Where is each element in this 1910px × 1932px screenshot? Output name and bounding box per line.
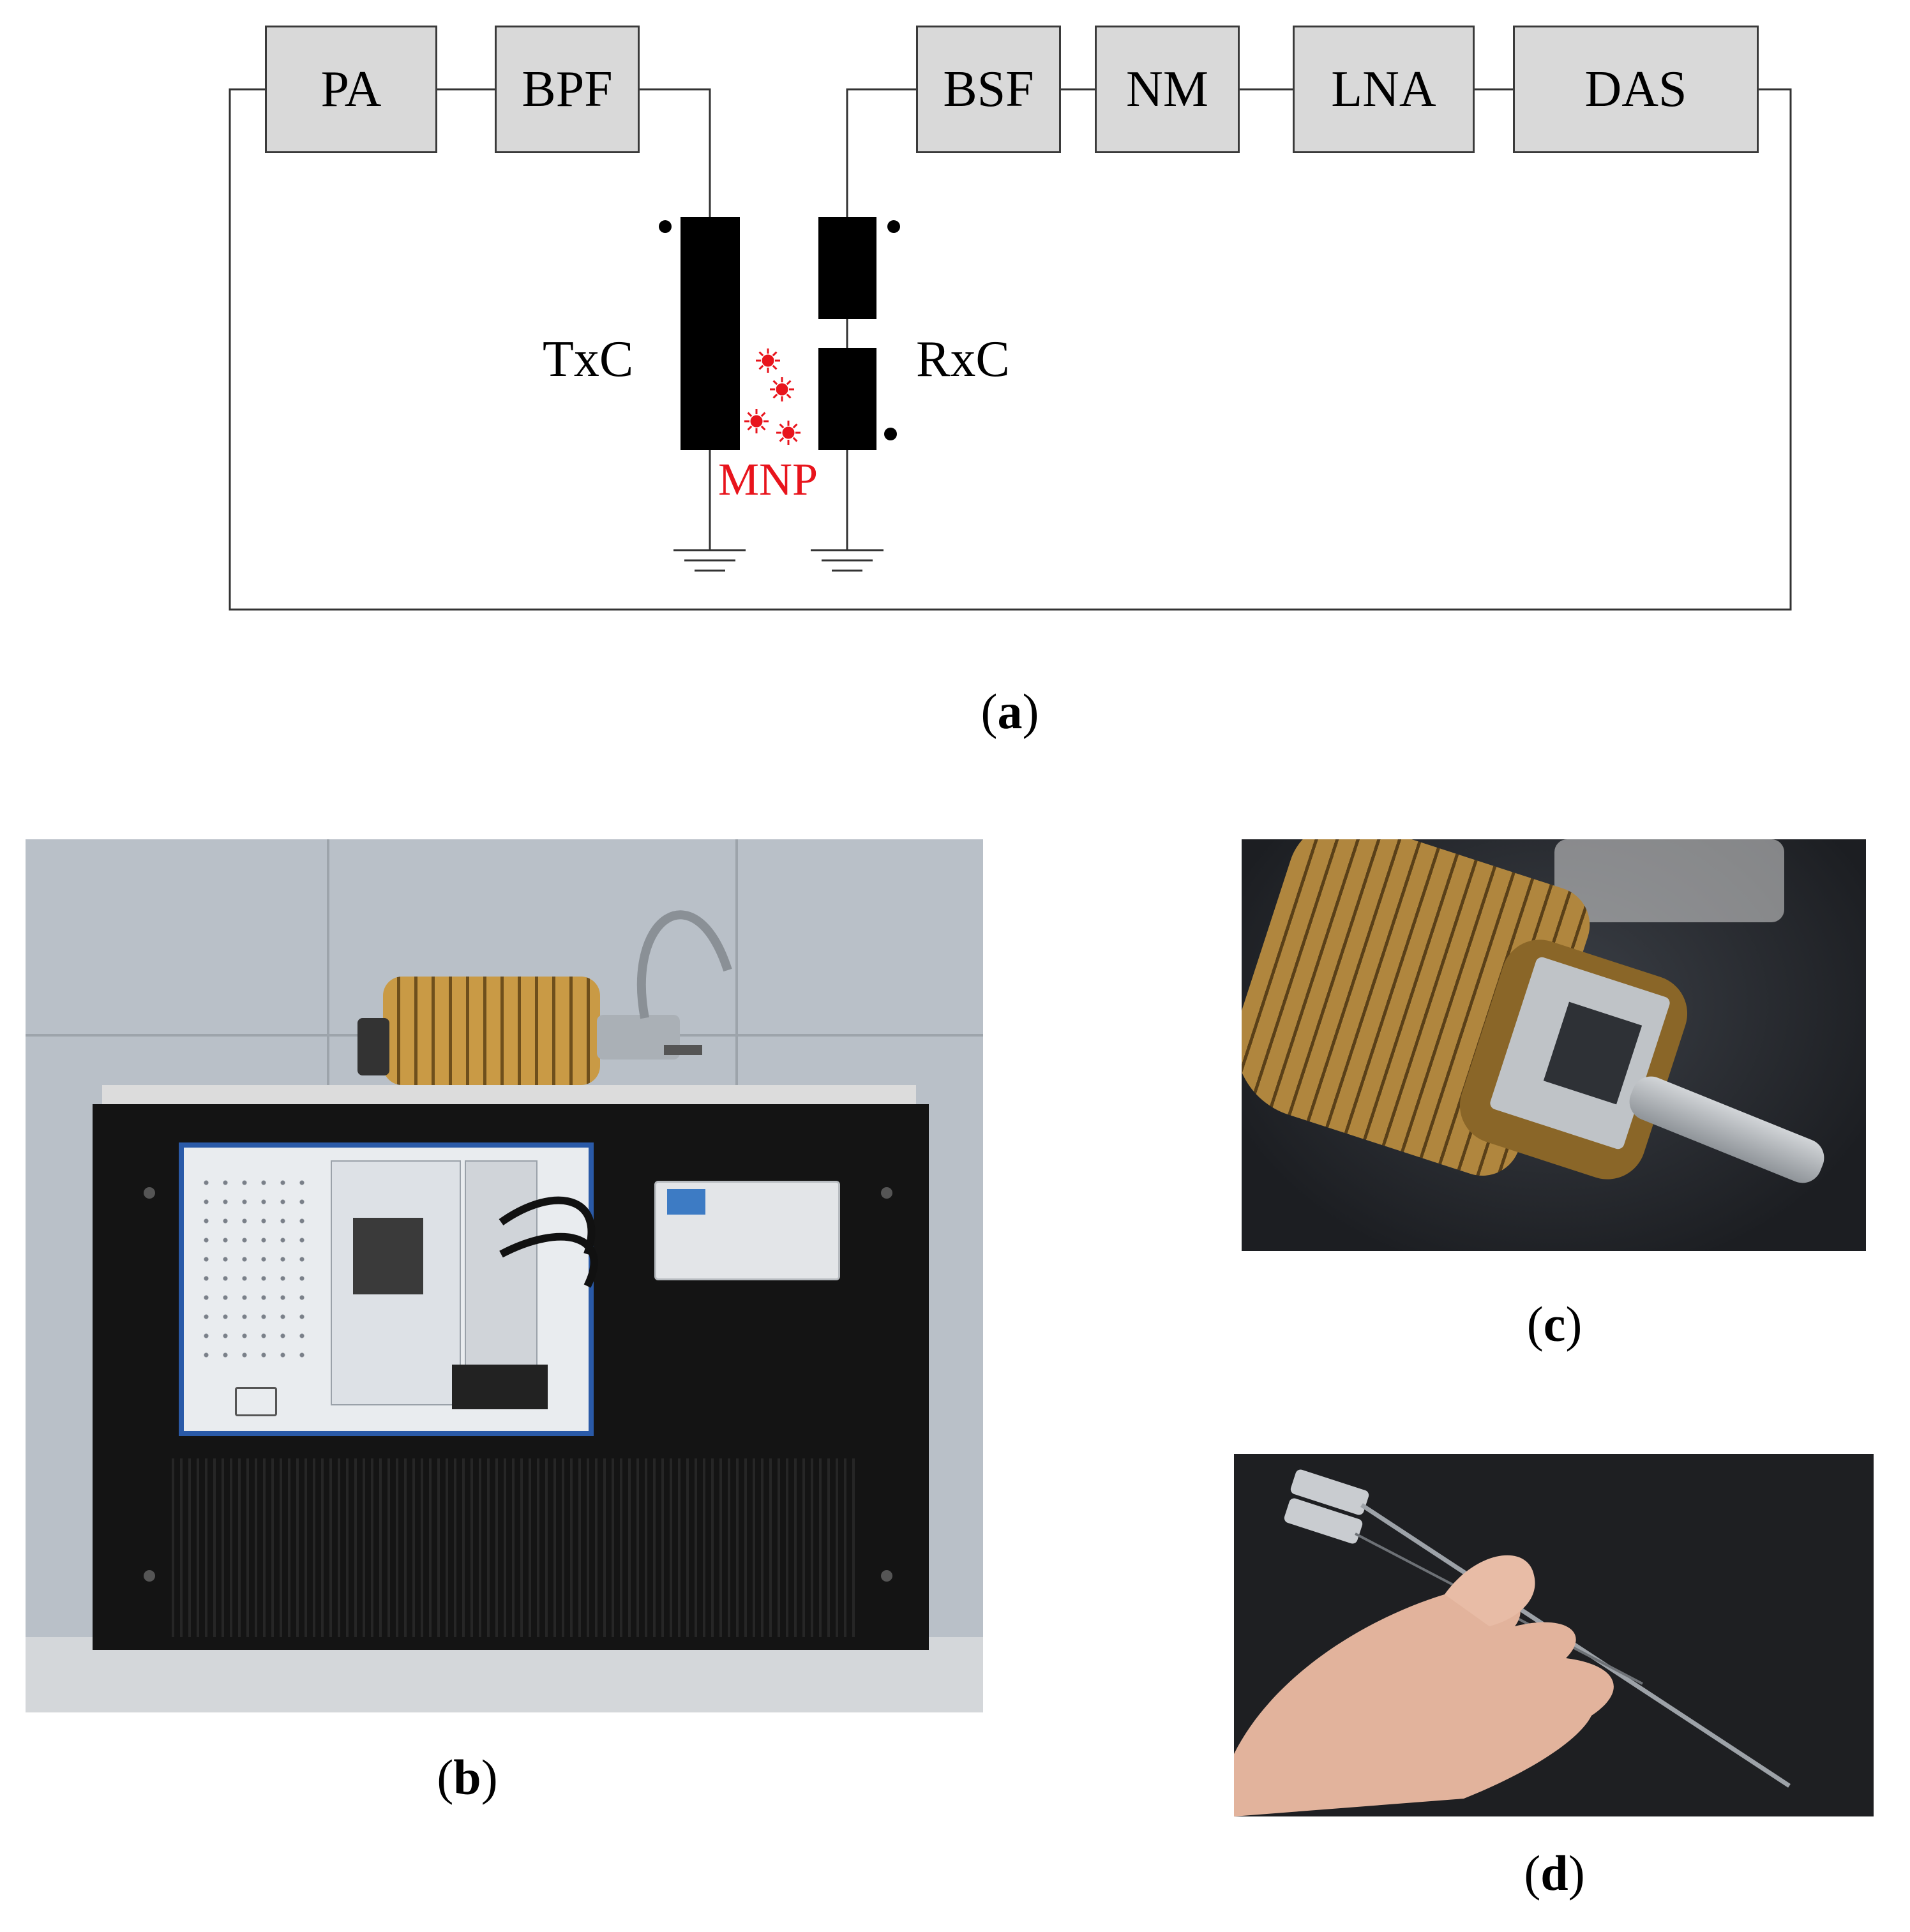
block-bsf: BSF xyxy=(916,26,1061,153)
nanoparticle-icon xyxy=(762,354,774,367)
tx-coil xyxy=(681,217,740,450)
block-pa: PA xyxy=(265,26,437,153)
caption-d: (d) xyxy=(1524,1845,1585,1901)
photo-system-cabinet xyxy=(26,839,983,1712)
block-bpf: BPF xyxy=(495,26,640,153)
caption-c: (c) xyxy=(1526,1296,1583,1352)
photo-coil-closeup xyxy=(1242,839,1866,1251)
tx-coil-label: TxC xyxy=(543,331,634,387)
mnp-label: MNP xyxy=(718,454,818,505)
nanoparticle-icon xyxy=(782,426,795,439)
nanoparticle-icons xyxy=(744,348,801,445)
photo-needle-probe xyxy=(1234,1454,1874,1816)
coil-assembly xyxy=(383,977,600,1085)
block-nm: NM xyxy=(1095,26,1240,153)
rx-coil-lower xyxy=(818,348,876,450)
caption-b: (b) xyxy=(437,1749,498,1805)
nanoparticle-icon xyxy=(750,415,763,428)
block-lna: LNA xyxy=(1293,26,1475,153)
caption-a: (a) xyxy=(981,684,1039,739)
diagram-wiring xyxy=(229,88,1792,611)
pxi-chassis xyxy=(179,1142,594,1436)
nanoparticle-icon xyxy=(776,383,788,396)
block-das: DAS xyxy=(1513,26,1759,153)
rx-coil-label: RxC xyxy=(916,331,1010,387)
rx-coil-upper xyxy=(818,217,876,319)
